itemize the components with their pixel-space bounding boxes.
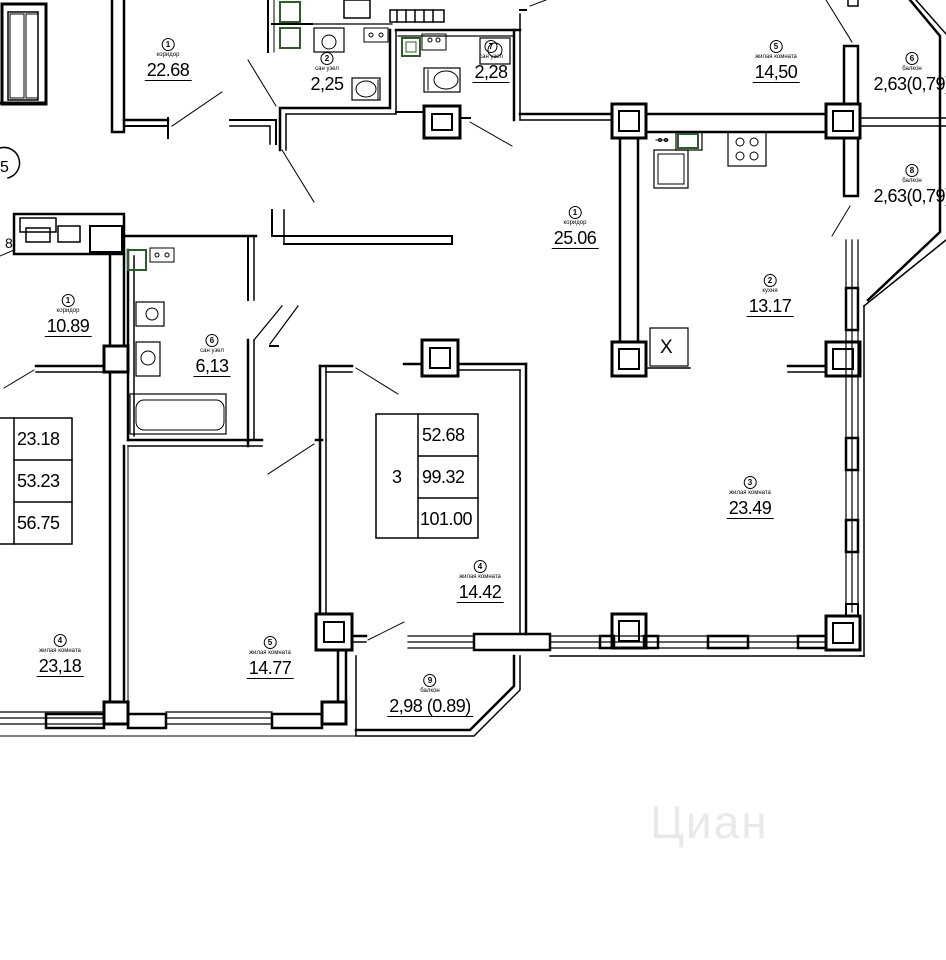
bottom-wall-right [367,612,865,657]
summary-main-cell: 101.00 [420,509,473,529]
room-type: балкон [902,178,922,184]
room-label-balcony-6: 6 балкон 2,63(0,79) [871,52,946,94]
room-number: 6 [905,52,919,65]
room-area: 25.06 [551,228,599,249]
left-fragment-label: 8 [5,235,13,251]
room-label-living-4-mid: 4 жилая комната 14.42 [456,560,504,603]
room-type: сан узел [200,348,224,354]
room-type: жилая комната [39,648,81,654]
room-type: балкон [902,66,922,72]
room-number: 6 [205,334,219,347]
room-number: 8 [905,164,919,177]
room-area: 13.17 [746,296,794,317]
bathroom-block-top [229,0,445,203]
room-area: 23,18 [36,656,84,677]
room-type: жилая комната [249,650,291,656]
room-number: 4 [473,560,487,573]
summary-room-count: 3 [392,467,402,487]
room-area: 14,50 [752,62,800,83]
watermark: Циан [650,796,769,848]
room-number: 1 [568,206,582,219]
room-area: 10.89 [44,316,92,337]
room-type: сан узел [479,54,503,60]
room-number: 9 [423,674,437,687]
room-label-living-5-bottom: 5 жилая комната 14.77 [246,636,294,679]
room-area: 23.49 [726,498,774,519]
room-label-living-4-left: 4 жилая комната 23,18 [36,634,84,677]
bathroom-7-walls [394,9,527,147]
room-area: 2,28 [472,62,510,83]
room-area: 2,25 [310,74,344,94]
room-number: 5 [769,40,783,53]
room-area: 14.77 [246,658,294,679]
room-4-mid-walls [267,338,528,652]
room-label-wc-7: 7 сан узел 2,28 [472,40,510,83]
room-number: 1 [161,38,175,51]
left-walls [0,212,264,726]
room-number: 1 [61,294,75,307]
room-number: 7 [484,40,498,53]
room-type: жилая комната [459,574,501,580]
corridor-mid-walls [124,209,453,347]
summary-left-table [0,417,73,545]
room-type: жилая комната [729,490,771,496]
room-type: коридор [156,52,180,58]
summary-left-cell: 23.18 [17,429,60,449]
room-number: 5 [263,636,277,649]
room-number: 2 [763,274,777,287]
room-area: 22.68 [144,60,192,81]
summary-left-cell: 53.23 [17,471,60,491]
room-label-corridor-mid: 1 коридор 25.06 [551,206,599,249]
bottom-wall-left [0,711,357,737]
room-number: 2 [320,52,334,65]
room-number: 3 [743,476,757,489]
room-area: 2,98 (0.89) [387,696,473,717]
room-label-balcony-9: 9 балкон 2,98 (0.89) [387,674,473,717]
room-type: коридор [56,308,80,314]
summary-main-cell: 99.32 [422,467,465,487]
room-label-wc-6: 6 сан узел 6,13 [193,334,231,377]
room-type: сан узел [315,66,339,72]
top-left-walls [0,0,277,179]
summary-main-cell: 52.68 [422,425,465,445]
room-type: балкон [420,688,440,694]
room-label-corridor-top: 1 коридор 22.68 [144,38,192,81]
room-label-kitchen: 2 кухня 13.17 [746,274,794,317]
summary-left-cell: 56.75 [17,513,60,533]
room-type: кухня [762,288,778,294]
top-right-walls [518,0,946,308]
vent-mark: X [660,337,673,358]
room-label-living-3: 3 жилая комната 23.49 [726,476,774,519]
kitchen-walls [610,131,767,378]
room-area: 2,63(0,79) [873,74,946,94]
room-area: 2,63(0,79) [873,186,946,206]
room-type: коридор [563,220,587,226]
room-number: 4 [53,634,67,647]
room-type: жилая комната [755,54,797,60]
room-area: 14.42 [456,582,504,603]
circle-fragment-label: 5 [0,159,9,176]
room-area: 6,13 [193,356,231,377]
room-label-corridor-left: 1 коридор 10.89 [44,294,92,337]
room-label-living-5-top: 5 жилая комната 14,50 [752,40,800,83]
right-exterior-wall [786,239,865,657]
room-label-wc-2: 2 сан узел 2,25 [308,52,345,94]
room-label-balcony-8: 8 балкон 2,63(0,79) [871,164,946,206]
summary-main-table [375,413,479,539]
